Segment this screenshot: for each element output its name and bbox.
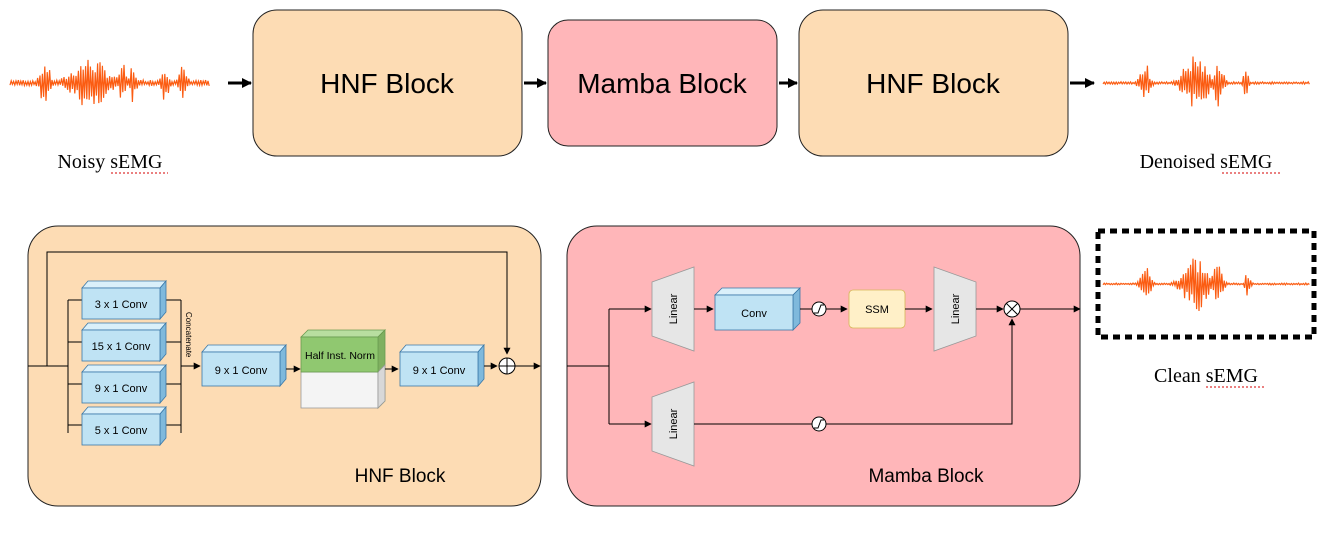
mamba-block-panel [566,225,1081,507]
denoised-semg-label: Denoised sEMG [1140,151,1273,173]
pipeline-mamba-block [547,19,778,147]
linear-in-bottom-block: Linear [651,381,695,467]
mamba-conv-label: Conv [741,308,767,320]
add-circle-icon [498,357,516,375]
bottom-branch-to-multiply [826,318,1016,425]
noisy-signal-waveform [9,59,210,106]
linear-in-top-label: Linear [668,293,680,324]
conv-3x1-label: 3 x 1 Conv [95,299,148,311]
conv-5x1-block: 5 x 1 Conv [81,405,167,447]
linear-in-top-block: Linear [651,266,695,352]
clean-semg-panel: Clean sEMG [1095,228,1317,388]
conv-9x1-out-block: 9 x 1 Conv [399,343,485,388]
conv-9x1-branch-block: 9 x 1 Conv [81,363,167,405]
pipeline-hnf-block-1 [252,9,523,157]
denoised-signal-waveform [1102,56,1310,107]
mamba-conv-block: Conv [714,287,801,331]
pipeline-mamba-block-label: Mamba Block [577,68,748,99]
multiply-circle-icon [1003,300,1021,318]
linear-out-label: Linear [950,293,962,324]
skip-connection [46,251,511,366]
half-instance-norm-block: Half Inst. Norm [300,329,386,409]
clean-signal-waveform [1102,258,1310,312]
hnf-block-detail: 3 x 1 Conv 15 x 1 Conv 9 x 1 Conv 5 x 1 … [27,225,542,507]
ssm-block: SSM [848,289,906,329]
half-instance-norm-label: Half Inst. Norm [305,350,375,362]
conv-5x1-label: 5 x 1 Conv [95,425,148,437]
conv-15x1-label: 15 x 1 Conv [92,341,151,353]
conv-9x1-branch-label: 9 x 1 Conv [95,383,148,395]
conv-3x1-block: 3 x 1 Conv [81,279,167,321]
mamba-block-title: Mamba Block [868,466,984,487]
mamba-block-detail: Linear Linear Conv SSM L [566,225,1081,507]
concatenate-label: Concatenate [184,312,193,358]
conv-9x1-out-label: 9 x 1 Conv [413,365,466,377]
pipeline-hnf-block-2 [798,9,1069,157]
activation-icon [811,416,827,432]
pipeline-row: Noisy sEMG HNF Block Mamba Block HNF Blo… [9,9,1310,174]
activation-icon [811,301,827,317]
ssm-label: SSM [865,304,889,316]
linear-in-bottom-label: Linear [668,408,680,439]
pipeline-hnf-block-1-label: HNF Block [320,68,455,99]
conv-9x1-mid-label: 9 x 1 Conv [215,365,268,377]
clean-semg-frame [1095,228,1317,340]
clean-semg-label: Clean sEMG [1154,365,1258,387]
pipeline-hnf-block-2-label: HNF Block [866,68,1001,99]
linear-out-block: Linear [933,266,977,352]
conv-9x1-mid-block: 9 x 1 Conv [201,343,287,388]
hnf-block-title: HNF Block [355,466,446,487]
conv-15x1-block: 15 x 1 Conv [81,321,167,363]
noisy-semg-label: Noisy sEMG [57,151,162,173]
